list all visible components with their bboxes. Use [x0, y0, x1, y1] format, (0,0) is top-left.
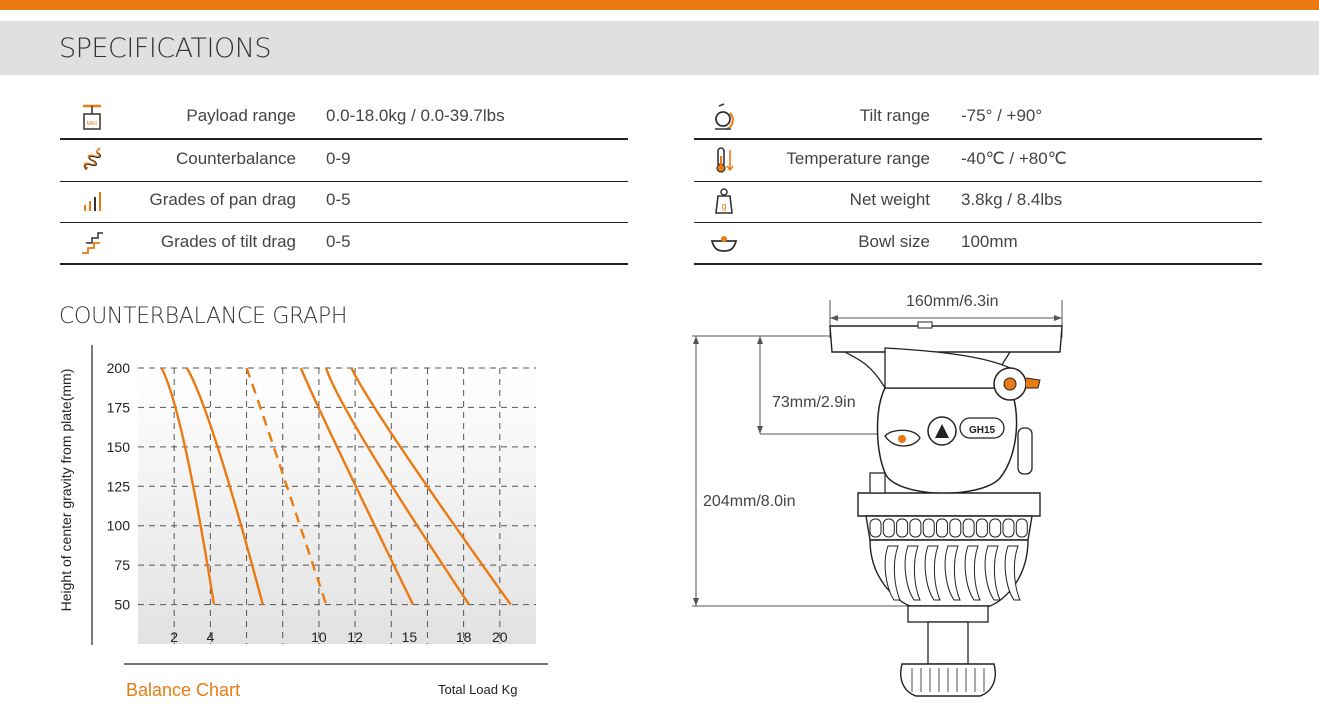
bowl-ridge: [922, 518, 935, 538]
bowl-ridge: [975, 518, 988, 538]
bowl-flute: [1004, 545, 1021, 601]
spec-value: -40℃ / +80℃: [961, 149, 1067, 168]
tilt-rotation-icon: [715, 103, 734, 130]
y-tick-label: 75: [114, 557, 130, 573]
bowl-ridge: [909, 518, 922, 538]
y-tick-label: 150: [107, 439, 131, 455]
tilt-drag-steps-icon: [82, 232, 103, 254]
spec-label: Grades of pan drag: [149, 190, 296, 209]
x-tick-label: 2: [170, 629, 178, 645]
x-tick-label: 10: [311, 629, 327, 645]
bowl-ridge: [962, 518, 975, 538]
bowl-ridge: [936, 518, 948, 538]
chart-y-axis-label: Height of center gravity from plate(mm): [58, 368, 74, 612]
total-load-label: Total Load Kg: [438, 682, 518, 697]
spec-row-temperature: Temperature range -40℃ / +80℃: [694, 140, 1262, 180]
bowl-flute: [884, 545, 901, 601]
bowl-ridge: [869, 518, 882, 538]
y-tick-label: 100: [107, 518, 131, 534]
y-tick-label: 175: [107, 399, 131, 415]
counterbalance-title: COUNTERBALANCE GRAPH: [59, 304, 348, 329]
balance-chart-label: Balance Chart: [126, 680, 241, 700]
bowl-flute: [904, 545, 921, 601]
bowl-flute: [924, 545, 941, 601]
spec-row-bowl-size: Bowl size 100mm: [694, 223, 1262, 263]
divider: [694, 181, 1262, 182]
spec-label: Bowl size: [858, 232, 930, 251]
svg-text:MAX: MAX: [87, 121, 99, 127]
bowl-flute: [944, 545, 961, 601]
y-tick-label: 125: [107, 478, 131, 494]
x-tick-label: 20: [492, 629, 508, 645]
y-tick-label: 200: [107, 360, 131, 376]
spec-row-counterbalance: Counterbalance 0-9: [60, 140, 628, 180]
bowl-ridge: [882, 518, 895, 538]
bowl-flute: [984, 545, 1001, 601]
spec-label: Grades of tilt drag: [160, 232, 296, 251]
spec-value: 0-5: [326, 232, 351, 251]
x-tick-label: 18: [456, 629, 472, 645]
bowl-ridge: [989, 518, 1002, 538]
counterbalance-curve-4: [299, 367, 415, 606]
spec-label: Temperature range: [786, 149, 930, 168]
weight-tag-icon: g: [715, 188, 733, 214]
spec-table-left: MAX Payload range 0.0-18.0kg / 0.0-39.7l…: [60, 97, 628, 267]
spec-value: 0.0-18.0kg / 0.0-39.7lbs: [326, 106, 505, 125]
spec-value: -75° / +90°: [961, 106, 1043, 125]
divider: [60, 222, 628, 223]
spec-label: Payload range: [186, 106, 296, 125]
bowl-ridge: [949, 518, 962, 538]
svg-text:g: g: [721, 201, 726, 211]
spec-row-tilt-range: Tilt range -75° / +90°: [694, 97, 1262, 137]
thermometer-icon: [716, 147, 734, 173]
counterbalance-curve-6: [350, 367, 512, 606]
x-tick-label: 12: [347, 629, 363, 645]
tripod-head-diagram: GH15: [692, 300, 1063, 697]
spec-row-net-weight: g Net weight 3.8kg / 8.4lbs: [694, 181, 1262, 221]
counterbalance-curve-5: [324, 367, 471, 606]
counterbalance-chart: 200 175 150 125 100 75 50 2 4 10 12 15 18 20: [91, 345, 548, 665]
bowl-flute: [964, 545, 981, 601]
spec-row-tilt-drag: Grades of tilt drag 0-5: [60, 223, 628, 263]
spec-label: Counterbalance: [175, 149, 296, 168]
bowl-icon: [710, 236, 738, 252]
height-dimension: 204mm/8.0in: [703, 493, 796, 510]
bowl-ridge: [1002, 518, 1015, 538]
x-tick-label: 4: [206, 629, 214, 645]
spec-value: 3.8kg / 8.4lbs: [961, 190, 1063, 209]
page-title: SPECIFICATIONS: [59, 33, 272, 64]
bowl-ridge: [1015, 518, 1028, 538]
model-label: GH15: [969, 425, 996, 436]
divider: [60, 181, 628, 182]
section-header: SPECIFICATIONS: [0, 21, 1319, 75]
spec-label: Net weight: [849, 190, 930, 209]
spec-row-payload: MAX Payload range 0.0-18.0kg / 0.0-39.7l…: [60, 97, 628, 137]
payload-weight-icon: MAX: [83, 104, 101, 130]
spec-row-pan-drag: Grades of pan drag 0-5: [60, 181, 628, 221]
spec-value: 100mm: [961, 232, 1018, 251]
counterbalance-curve-2: [185, 367, 264, 605]
top-accent-bar: [0, 0, 1319, 10]
spec-table-right: Tilt range -75° / +90° Temperature range…: [694, 97, 1262, 267]
x-tick-label: 15: [402, 629, 418, 645]
width-dimension: 160mm/6.3in: [906, 293, 999, 310]
counterbalance-curve-1: [160, 367, 216, 605]
spec-label: Tilt range: [859, 106, 930, 125]
y-tick-label: 50: [114, 597, 130, 613]
divider: [694, 263, 1262, 265]
divider: [694, 222, 1262, 223]
divider: [60, 263, 628, 265]
center-dimension: 73mm/2.9in: [772, 394, 856, 411]
divider: [694, 138, 1262, 140]
bowl-ridge: [896, 518, 909, 538]
spring-icon: [83, 147, 102, 171]
spec-value: 0-5: [326, 190, 351, 209]
plot-area: [138, 368, 536, 644]
pan-drag-bars-icon: [84, 192, 101, 211]
spec-value: 0-9: [326, 149, 351, 168]
divider: [60, 138, 628, 140]
